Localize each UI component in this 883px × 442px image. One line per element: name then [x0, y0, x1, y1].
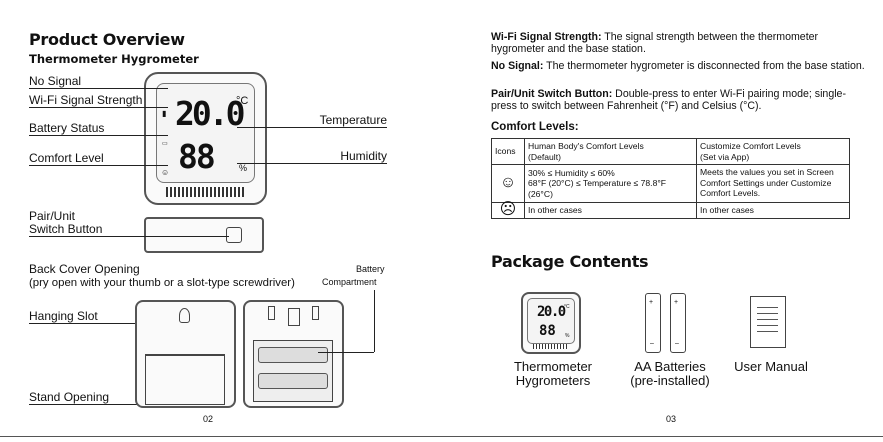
label-wifi: Wi-Fi Signal Strength — [29, 94, 168, 108]
lcd-screen: ▮ ▭ ☺ 20.0 °C 88 % — [156, 83, 255, 183]
label-battery-compartment-2: Compartment — [322, 277, 377, 287]
user-manual-icon — [750, 296, 786, 348]
nosignal-paragraph: No Signal: The thermometer hygrometer is… — [491, 60, 871, 72]
label-no-signal: No Signal — [29, 75, 168, 89]
comfort-levels-title: Comfort Levels: — [491, 121, 579, 133]
wifi-desc: The signal strength between the thermome… — [491, 31, 819, 56]
device-front-body: ▮ ▭ ☺ 20.0 °C 88 % — [144, 72, 267, 205]
nosignal-desc: The thermometer hygrometer is disconnect… — [543, 60, 865, 72]
mini-lcd: 20.0 °C 88 % — [527, 298, 575, 344]
page-bottom-rule — [0, 436, 883, 437]
leader-line-battery-h — [318, 352, 374, 353]
comfort-table: Icons Human Body's Comfort Levels(Defaul… — [491, 138, 850, 219]
package-thermometer-image: 20.0 °C 88 % — [521, 292, 581, 354]
device-back-body — [243, 300, 344, 408]
package-item-label: AA Batteries(pre-installed) — [630, 359, 710, 388]
label-battery-compartment-1: Battery — [356, 264, 385, 274]
battery-cell — [258, 347, 328, 363]
label-back-cover: Back Cover Opening — [29, 262, 140, 276]
mini-vent — [533, 344, 567, 349]
label-hanging-slot: Hanging Slot — [29, 310, 179, 324]
mini-temp-unit: °C — [564, 304, 570, 310]
mini-hum-unit: % — [565, 333, 570, 339]
wifi-signal-icon: ▮ — [162, 109, 167, 118]
comfort-icon: ☺ — [161, 168, 170, 177]
nosignal-term: No Signal: — [491, 60, 544, 72]
device-stand — [144, 217, 264, 253]
frown-icon: ☹ — [491, 202, 525, 219]
wifi-term: Wi-Fi Signal Strength: — [491, 31, 602, 43]
pair-desc: Double-press to enter Wi-Fi pairing mode… — [491, 88, 846, 113]
header-custom: Customize Comfort Levels(Set via App) — [696, 138, 850, 165]
label-pair-unit-1: Pair/Unit — [29, 209, 76, 223]
page-title: Product Overview — [29, 30, 185, 49]
mini-temp: 20.0 — [537, 304, 566, 320]
section-subtitle: Thermometer Hygrometer — [29, 52, 199, 66]
label-pair-unit-2: Switch Button — [29, 223, 229, 237]
page-number-left: 02 — [203, 414, 214, 424]
aa-battery-icon: + – — [645, 293, 661, 353]
package-contents-title: Package Contents — [491, 252, 649, 271]
humidity-unit: % — [239, 163, 248, 173]
battery-cell — [258, 373, 328, 389]
package-item-label: User Manual — [734, 359, 808, 374]
aa-battery-icon: + – — [670, 293, 686, 353]
page-number-right: 03 — [666, 414, 677, 424]
clip-left — [268, 306, 275, 320]
table-row: ☺ 30% ≤ Humidity ≤ 60%68°F (20°C) ≤ Temp… — [491, 164, 850, 203]
row2-human: In other cases — [524, 202, 697, 219]
clip-right — [312, 306, 319, 320]
clip-center — [288, 308, 300, 326]
label-stand-opening: Stand Opening — [29, 391, 139, 405]
label-comfort: Comfort Level — [29, 152, 168, 166]
temperature-unit: °C — [236, 95, 249, 107]
battery-icon: ▭ — [162, 141, 168, 147]
battery-compartment — [253, 340, 333, 402]
pair-paragraph: Pair/Unit Switch Button: Double-press to… — [491, 88, 871, 112]
leader-line-battery — [374, 290, 375, 352]
stand-opening-shape — [145, 354, 225, 405]
row1-custom: Meets the values you set in Screen Comfo… — [696, 164, 850, 203]
hanging-slot-icon — [179, 308, 190, 323]
header-human: Human Body's Comfort Levels(Default) — [524, 138, 697, 165]
pair-term: Pair/Unit Switch Button: — [491, 88, 613, 100]
wifi-paragraph: Wi-Fi Signal Strength: The signal streng… — [491, 31, 871, 55]
device-back-cover — [135, 300, 236, 408]
label-battery: Battery Status — [29, 122, 168, 136]
row2-custom: In other cases — [696, 202, 850, 219]
temperature-readout: 20.0 — [175, 94, 246, 133]
label-temperature: Temperature — [237, 114, 387, 128]
label-humidity: Humidity — [237, 150, 387, 164]
mini-hum: 88 — [539, 323, 556, 339]
label-back-cover-note: (pry open with your thumb or a slot-type… — [29, 277, 295, 289]
row1-human: 30% ≤ Humidity ≤ 60%68°F (20°C) ≤ Temper… — [524, 164, 697, 203]
table-header-row: Icons Human Body's Comfort Levels(Defaul… — [491, 138, 850, 165]
pair-unit-button[interactable] — [226, 227, 242, 243]
header-icons: Icons — [491, 138, 525, 165]
smile-icon: ☺ — [491, 164, 525, 203]
humidity-readout: 88 — [178, 137, 216, 176]
table-row: ☹ In other cases In other cases — [491, 202, 850, 219]
vent-grille — [166, 187, 244, 197]
